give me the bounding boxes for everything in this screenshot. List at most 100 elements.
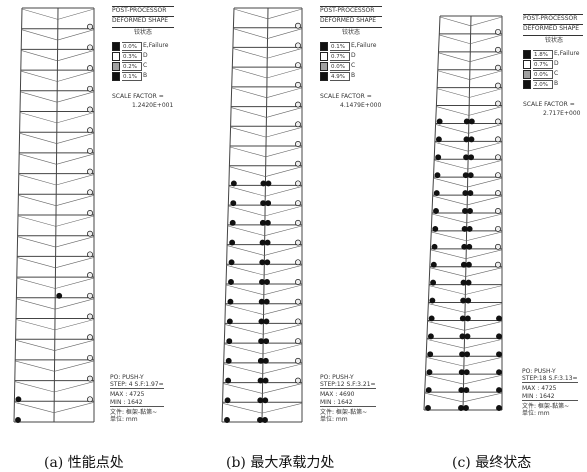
brace-line [426,357,464,366]
hinge-marker [463,136,470,143]
brace-line [465,304,502,313]
brace-line [54,361,94,371]
brace-line [57,71,94,81]
hinge-marker [228,259,235,266]
hinge-marker [295,298,301,305]
brace-line [229,167,265,177]
caption-c: (c) 最终状态 [452,455,532,471]
hinge-marker [258,338,265,345]
brace-line [20,92,57,102]
hinge-marker [435,154,442,161]
header-post-processor: POST-PROCESSOR [320,6,382,17]
brace-line [17,257,55,267]
brace-line [429,286,465,295]
brace-line [18,195,56,205]
hinge-marker [465,279,472,286]
legend-a: POST-PROCESSOR DEFORMED SHAPE 铰状态 0.0%E,… [112,6,174,109]
unit-label: 单位: mm [522,409,550,417]
brace-line [56,216,94,226]
legend-swatch [112,52,120,62]
legend-swatch [320,72,328,82]
brace-line [22,30,58,40]
hinge-marker [56,292,63,299]
legend-swatch [112,62,120,72]
brace-line [226,285,264,295]
hinge-marker [87,65,93,72]
brace-line [262,384,302,394]
legend-row: 4.9%B [320,72,382,82]
scale-factor-value: 2.717E+000 [543,109,581,117]
hinge-marker [495,261,501,268]
hinge-marker [263,318,270,325]
hinge-marker [460,261,467,268]
legend-label: C [351,62,356,70]
hinge-marker [463,154,470,161]
hinge-marker [257,377,264,384]
brace-line [268,9,302,19]
brace-line [267,88,302,98]
hinge-marker [87,334,93,341]
legend-label: C [554,70,559,78]
brace-line [470,53,502,62]
header-deformed-shape: DEFORMED SHAPE [112,17,174,28]
hinge-marker [230,200,237,207]
brace-line [225,324,263,334]
brace-line [18,237,56,247]
hinge-marker [433,190,440,197]
hinge-marker [462,208,468,214]
legend-row: 0.1%B [112,72,174,82]
hinge-marker [263,298,270,305]
hinge-marker [262,417,268,423]
hinge-marker [87,106,93,113]
legend-swatch [523,50,531,60]
hinge-marker [265,180,272,187]
legend-label: B [143,72,148,80]
brace-line [56,195,94,205]
brace-line [232,88,267,98]
po-label: PO: PUSH-Y [320,374,354,381]
hinge-marker [430,279,437,286]
hinge-marker [227,298,234,305]
hinge-marker [295,160,301,167]
brace-line [228,206,265,216]
brace-line [54,382,94,392]
hinge-marker [464,315,471,322]
brace-line [223,384,262,394]
legend-row: 0.1%E,Failure [320,42,382,52]
legend-percent: 0.0% [533,70,553,80]
hinge-marker [458,405,464,411]
scale-factor-value: 1.2420E+001 [132,101,174,109]
hinge-marker [228,279,234,285]
brace-line [425,375,463,384]
legend-label: B [351,72,356,80]
legend-percent: 0.0% [330,62,350,72]
hinge-marker [295,219,301,226]
min-label: MIN : 1642 [110,398,143,406]
hinge-marker [461,225,468,232]
legend-swatch [523,60,531,70]
brace-line [464,321,502,330]
brace-line [57,50,94,60]
hinge-marker [87,23,93,30]
brace-line [438,71,470,80]
legend-percent: 0.1% [330,42,350,52]
brace-line [15,382,54,392]
hinge-marker [260,180,267,187]
hinge-marker [458,369,465,376]
legend-percent: 0.0% [122,42,142,52]
brace-line [231,127,266,137]
brace-line [16,340,55,350]
legend-subtitle: 铰状态 [134,28,153,36]
legend-swatch [320,62,328,72]
hinge-marker [496,351,502,358]
brace-line [21,50,57,60]
hinge-marker [15,396,22,403]
legend-subtitle: 铰状态 [545,36,564,44]
brace-line [464,339,502,348]
legend-row: 0.3%D [112,52,174,62]
legend-label: D [351,52,356,60]
brace-line [57,133,94,143]
hinge-marker [295,180,301,187]
brace-line [431,250,466,259]
legend-swatch [523,80,531,90]
